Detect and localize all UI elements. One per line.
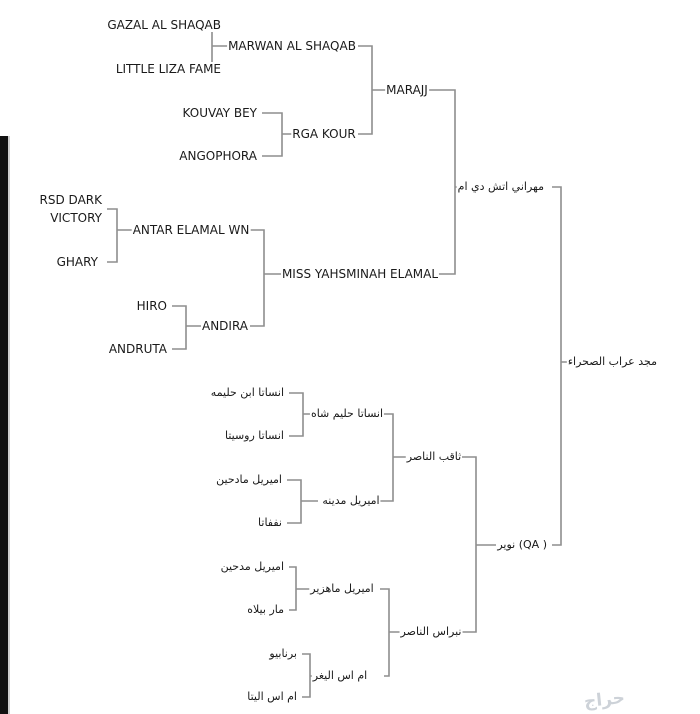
ameriel-madina: اميريل مدينه xyxy=(321,494,381,508)
angophora: ANGOPHORA xyxy=(178,149,258,163)
dam-name: نوير (QA ) xyxy=(496,538,548,552)
sire-name: مهراني اتش دي ام xyxy=(456,180,545,194)
antar-elamal-wn: ANTAR ELAMAL WN xyxy=(131,223,251,237)
connector-bracket-9 xyxy=(287,479,318,524)
nafafata: نففاتا xyxy=(257,516,283,530)
dam-dam-name: نبراس الناصر xyxy=(399,625,463,639)
ameriel-madhin: اميريل مادحين xyxy=(215,473,283,487)
marwan-al-shaqab: MARWAN AL SHAQAB xyxy=(227,39,357,53)
mar-bilah: مار بيلاه xyxy=(246,603,285,617)
ms-eliger: ام اس اليغر xyxy=(311,669,369,683)
dam-sire-name: ثاقب الناصر xyxy=(405,450,463,464)
ansata-halim-shah: انساتا حليم شاه xyxy=(309,407,385,421)
bernabeu: برنابيو xyxy=(268,647,298,661)
rsd-dark-victory-line2: VICTORY xyxy=(49,211,103,225)
ms-elita: ام اس اليتا xyxy=(246,690,298,704)
connector-bracket-5 xyxy=(172,305,204,350)
little-liza-fame: LITTLE LIZA FAME xyxy=(114,62,222,76)
andira: ANDIRA xyxy=(200,319,250,333)
ansata-ibn-halima: انساتا ابن حليمه xyxy=(209,386,285,400)
subject-name: مجد عراب الصحراء xyxy=(566,355,658,369)
hiro: HIRO xyxy=(135,299,168,313)
haraj-watermark: حراج xyxy=(583,687,626,713)
ameriel-madhin-2: اميريل مدحين xyxy=(219,560,285,574)
rsd-dark-victory-line1: RSD DARK xyxy=(38,193,103,207)
ghary: GHARY xyxy=(55,255,99,269)
gazal-al-shaqab: GAZAL AL SHAQAB xyxy=(106,18,222,32)
sire-dam-name: MISS YAHSMINAH ELAMAL xyxy=(280,267,440,281)
connector-bracket-14 xyxy=(462,456,496,633)
connector-bracket-6 xyxy=(250,229,282,327)
sire-sire-name: MARAJJ xyxy=(385,83,429,97)
andruta: ANDRUTA xyxy=(107,342,168,356)
ameriel-mahzir: اميريل ماهزير xyxy=(309,582,375,596)
left-edge-shadow xyxy=(8,136,10,714)
connector-bracket-4 xyxy=(107,208,134,263)
connector-bracket-10 xyxy=(375,413,410,502)
ansata-rosita: انساتا روسيتا xyxy=(223,429,285,443)
rga-kour: RGA KOUR xyxy=(291,127,357,141)
kouvay-bey: KOUVAY BEY xyxy=(181,106,258,120)
left-edge-bar xyxy=(0,136,8,714)
